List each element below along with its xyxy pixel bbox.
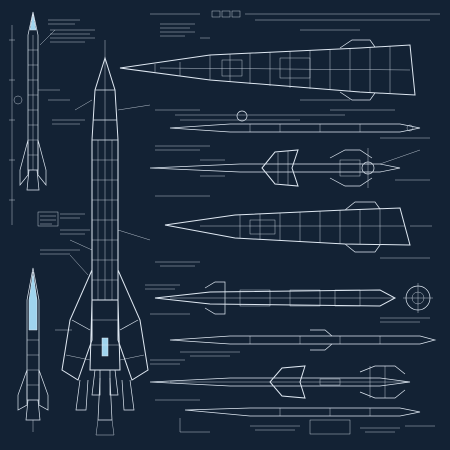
craft-horizontal-4	[164, 201, 432, 259]
craft-horizontal-1	[119, 39, 416, 101]
rocket-small-top-left	[13, 11, 60, 191]
craft-horizontal-2	[169, 109, 430, 139]
top-left-annotations	[48, 19, 95, 125]
craft-horizontal-5	[145, 281, 433, 323]
rocket-large-center	[55, 40, 151, 436]
right-annotations	[150, 109, 210, 401]
rocket-small-bottom-left	[17, 267, 49, 432]
craft-horizontal-7	[149, 365, 411, 399]
left-ruler	[9, 25, 15, 225]
header-decorations	[150, 10, 440, 39]
mid-left-annotations	[37, 211, 90, 255]
craft-horizontal-3	[149, 148, 430, 188]
craft-horizontal-8	[179, 407, 435, 435]
craft-horizontal-6	[169, 329, 437, 357]
